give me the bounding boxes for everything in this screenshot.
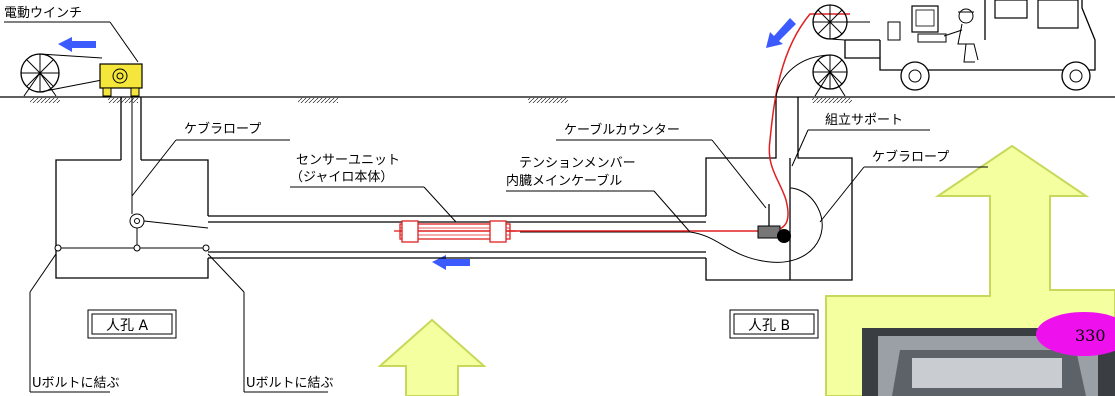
ground-hatches — [30, 98, 852, 103]
blue-arrow-left-top — [58, 37, 96, 52]
cable-counter-leader — [711, 139, 767, 209]
sensor-unit-label-line2: （ジャイロ本体） — [290, 170, 393, 185]
manhole-b-label: 人孔 B — [748, 318, 790, 334]
tension-member-label-line2: 内臓メインケーブル — [506, 173, 622, 189]
ubolt-right-leader — [207, 253, 245, 293]
sensor-unit-label-line1: センサーユニット — [296, 153, 400, 168]
kevlar-rope-right-label: ケブラロープ — [872, 149, 949, 165]
conduit-pipe — [208, 215, 706, 259]
right-cable-drum — [775, 54, 848, 98]
blue-arrow-down-truck — [766, 18, 796, 48]
photo-inset — [862, 312, 1115, 396]
kevlar-rope-right-leader — [819, 166, 865, 223]
badge-number: 330 — [1075, 326, 1106, 345]
kevlar-rope-left-label: ケブラロープ — [184, 121, 261, 137]
cable-counter-label: ケーブルカウンター — [564, 122, 680, 138]
ubolt-right-label: Uボルトに結ぶ — [246, 376, 334, 391]
manhole-b-chamber — [705, 97, 853, 281]
winch-truck — [812, 0, 1096, 91]
big-arrow-up-center — [377, 318, 487, 396]
sensor-unit-leader — [423, 186, 457, 223]
kevlar-rope-left-leader — [131, 139, 177, 197]
assembly-support-label: 組立サポート — [825, 113, 903, 128]
ubolt-left-label: Uボルトに結ぶ — [32, 376, 120, 391]
tension-member-leader — [653, 190, 691, 233]
manhole-a-label: 人孔 A — [106, 318, 148, 334]
blue-arrow-left-conduit — [432, 255, 470, 270]
left-cable-drum — [20, 53, 103, 97]
main-cable-red — [400, 13, 850, 232]
assembly-support-leader — [791, 129, 809, 167]
winch-label: 電動ウインチ — [4, 6, 82, 21]
badge-oval — [1036, 312, 1115, 356]
electric-winch — [99, 63, 143, 97]
manhole-a-chamber — [54, 159, 210, 279]
tension-member-label-line1: テンションメンバー — [519, 156, 636, 171]
tension-member-cable — [520, 187, 823, 263]
sensor-unit — [394, 220, 516, 243]
ubolt-left-leader — [29, 253, 57, 293]
cable-counter — [757, 204, 791, 243]
manhole-a-shaft — [120, 97, 142, 214]
